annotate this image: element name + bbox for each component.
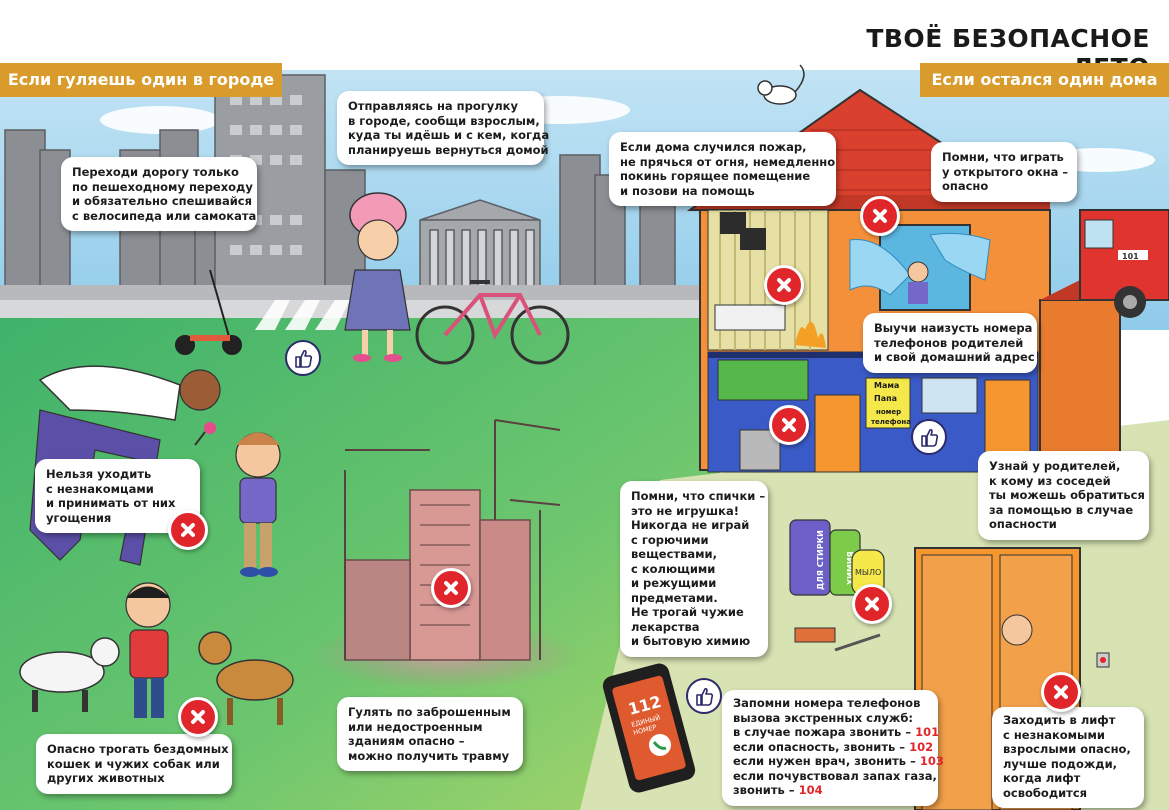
sticky-line-3: номер xyxy=(876,408,901,416)
phone-sticky-note: Мама Папа номер телефона xyxy=(865,377,911,429)
tip-fire: Если дома случился пожар, не прячься от … xyxy=(609,132,836,206)
emergency-police: если опасность, звонить – 102 xyxy=(733,739,934,754)
label-chemicals: ХИМИЯ xyxy=(846,551,855,585)
zebra-crossing xyxy=(255,300,350,330)
cat-on-roof xyxy=(757,64,805,105)
emergency-doctor: если нужен врач, звонить – 103 xyxy=(733,754,944,768)
tip-emergency-numbers: Запомни номера телефонов вызова экстренн… xyxy=(722,690,944,806)
danger-x-icon-window xyxy=(860,196,900,236)
sticky-line-4: телефона xyxy=(871,418,911,426)
boy-red-shirt xyxy=(125,582,171,718)
danger-x-icon-fire xyxy=(764,265,804,305)
white-dog xyxy=(19,637,120,712)
thumbs-up-icon-emergency xyxy=(686,678,722,714)
danger-x-icon-elevator xyxy=(1041,672,1081,712)
thumbs-up-icon-sticky xyxy=(911,419,947,455)
tip-animals: Опасно трогать бездомных кошек и чужих с… xyxy=(36,734,232,794)
tip-crossing: Переходи дорогу только по пешеходному пе… xyxy=(61,157,257,231)
household-chemicals: ДЛЯ СТИРКИ ХИМИЯ МЫЛО xyxy=(789,519,885,652)
brown-dog xyxy=(198,631,294,725)
label-soap: МЫЛО xyxy=(855,568,881,577)
emergency-gas-2: звонить – 104 xyxy=(733,783,823,797)
sticky-line-2: Папа xyxy=(874,394,897,403)
emergency-fire: в случае пожара звонить – 101 xyxy=(733,725,940,739)
boy-with-lollipop xyxy=(235,432,281,577)
tip-learn-numbers: Выучи наизусть номера телефонов родителе… xyxy=(863,313,1037,373)
danger-x-icon-kitchen xyxy=(769,405,809,445)
sticky-line-1: Мама xyxy=(874,381,899,390)
danger-x-icon-strangers xyxy=(168,510,208,550)
scooter xyxy=(175,269,242,355)
tip-construction: Гулять по заброшенным или недостроенным … xyxy=(337,697,523,771)
fire-truck-number: 101 xyxy=(1122,252,1139,261)
danger-x-icon-animals xyxy=(178,697,218,737)
construction-site xyxy=(344,419,561,661)
danger-x-icon-construction xyxy=(431,568,471,608)
banner-city: Если гуляешь один в городе xyxy=(0,63,282,97)
tip-walk-tell-adults: Отправляясь на прогулку в городе, сообщи… xyxy=(337,91,549,165)
thumbs-up-icon-city xyxy=(285,340,321,376)
tip-neighbors: Узнай у родителей, к кому из соседей ты … xyxy=(978,451,1149,540)
bicycle xyxy=(415,280,570,365)
emergency-gas-1: если почувствовал запах газа, xyxy=(733,768,937,783)
danger-x-icon-chemicals xyxy=(852,584,892,624)
tip-elevator: Заходить в лифт с незнакомыми взрослыми … xyxy=(992,707,1144,808)
girl-with-helmet xyxy=(344,192,411,362)
phone-112: 112 ЕДИНЫЙ НОМЕР xyxy=(602,663,696,793)
banner-home: Если остался один дома xyxy=(920,63,1169,97)
label-detergent: ДЛЯ СТИРКИ xyxy=(816,530,825,590)
tip-matches: Помни, что спички – это не игрушка! Нико… xyxy=(620,481,768,657)
tip-window: Помни, что играть у открытого окна – опа… xyxy=(931,142,1077,202)
fire-truck: 101 xyxy=(1079,209,1169,318)
